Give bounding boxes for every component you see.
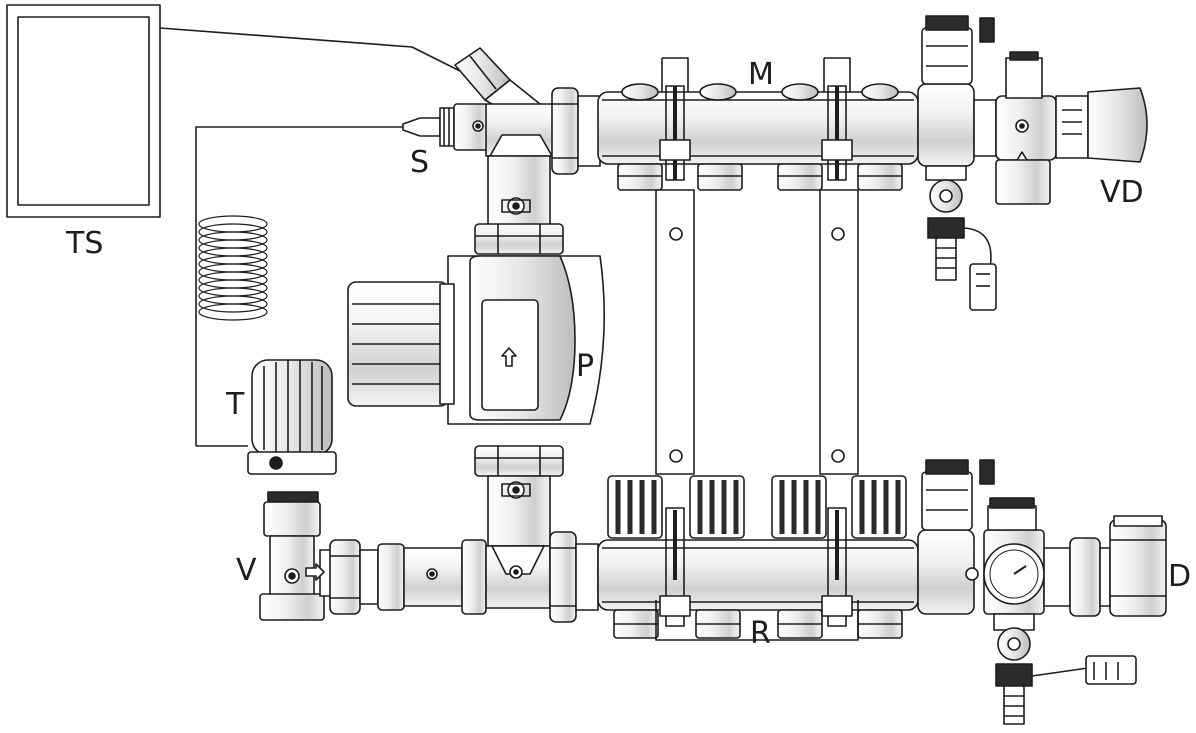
label-vd: VD [1100,175,1144,210]
label-d: D [1168,559,1191,594]
thermostat-box [6,4,161,218]
label-v: V [236,553,257,588]
mounting-brackets [655,57,859,475]
thermostatic-head [247,359,337,475]
upper-tee [485,87,601,175]
capillary-coil [198,215,268,321]
return-manifold [597,475,919,641]
labels: TS S M VD P T V R D [65,57,1191,651]
label-p: P [576,349,594,384]
capillary-line [159,27,461,447]
label-ts: TS [65,226,103,261]
label-t: T [225,387,245,422]
upper-right-assembly [917,15,1148,311]
lower-right-assembly [917,459,1167,725]
label-s: S [410,145,429,180]
supply-manifold [597,83,919,191]
sensor [402,103,489,151]
valve-v [259,491,335,621]
pump-pipe-lower [474,445,564,547]
label-m: M [748,57,774,92]
pump-pipe-upper [474,155,564,255]
circulation-pump [347,255,606,425]
label-r: R [750,616,771,651]
lower-inlet-pipe [329,531,599,623]
